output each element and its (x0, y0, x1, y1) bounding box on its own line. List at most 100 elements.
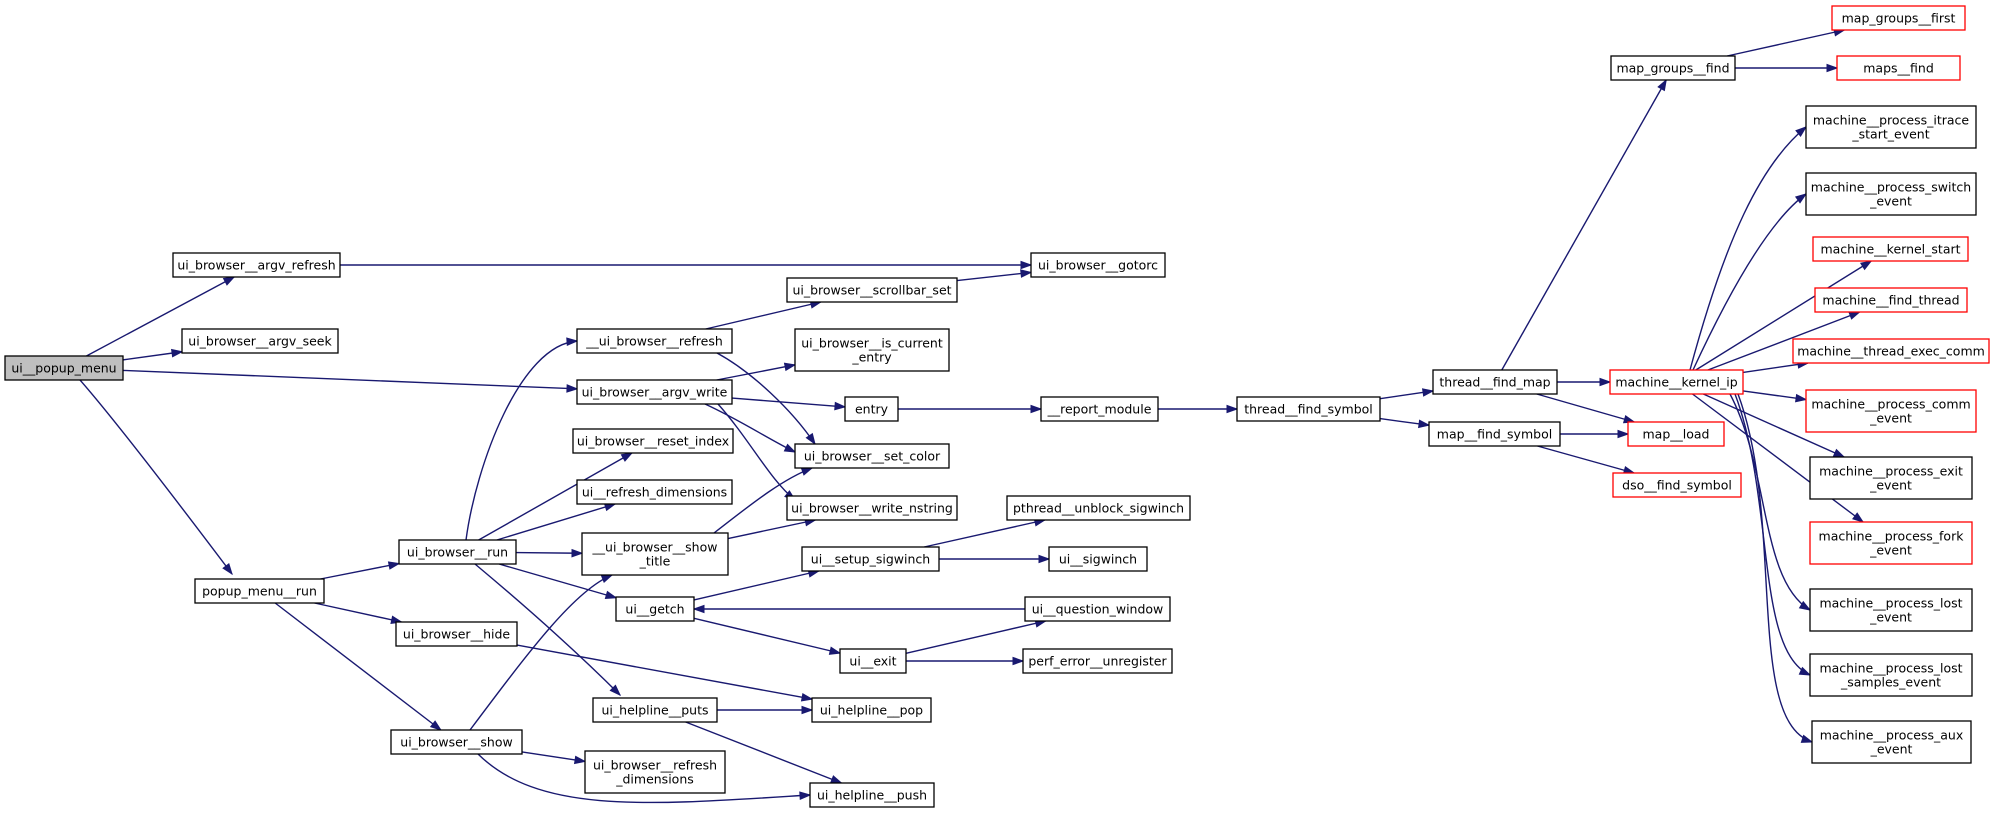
node-map-groups-first[interactable]: map_groups__first (1831, 5, 1966, 31)
edge-n20-n22 (717, 705, 814, 715)
node-ui-browser-show-title[interactable]: __ui_browser__show_title (581, 532, 729, 576)
arrow-head-icon (1038, 554, 1051, 564)
node-dso-find-symbol[interactable]: dso__find_symbol (1612, 472, 1742, 498)
node-popup-menu-run[interactable]: popup_menu__run (194, 578, 325, 604)
arrow-head-icon (171, 348, 184, 358)
node-machine-process-exit-event[interactable]: machine__process_exit_event (1809, 456, 1973, 500)
edge-line (516, 644, 813, 700)
arrow-head-icon (1421, 388, 1435, 397)
node-ui-getch[interactable]: ui__getch (615, 596, 695, 622)
node-label: popup_menu__run (202, 584, 317, 599)
node-ui-exit[interactable]: ui__exit (839, 648, 907, 674)
edge-line (905, 620, 1046, 655)
edge-n35-n48 (1729, 393, 1812, 611)
node-ui-browser-show[interactable]: ui_browser__show (390, 729, 523, 755)
node-ui-browser-write-nstring[interactable]: ui_browser__write_nstring (786, 495, 958, 521)
edge-n34-n39 (1735, 63, 1839, 73)
node-map-find-symbol[interactable]: map__find_symbol (1428, 421, 1561, 447)
node-ui-sigwinch[interactable]: ui__sigwinch (1048, 546, 1148, 572)
node-label: machine__process_itrace (1813, 113, 1970, 128)
node-box (811, 697, 932, 723)
node-ui-browser-set-color[interactable]: ui_browser__set_color (794, 443, 950, 469)
node-box (584, 750, 726, 794)
node-perf-error-unregister[interactable]: perf_error__unregister (1022, 648, 1173, 674)
node-machine-process-lost-event[interactable]: machine__process_lost_event (1809, 588, 1973, 632)
edge-n18-n22 (516, 644, 814, 702)
node-label: ui_browser__argv_refresh (177, 258, 335, 273)
node-machine-find-thread[interactable]: machine__find_thread (1814, 287, 1968, 313)
edge-n35-n42 (1695, 260, 1873, 371)
node-box (839, 648, 907, 674)
node-map-load[interactable]: map__load (1627, 421, 1725, 447)
node-box (844, 396, 899, 422)
edge-n15-n16 (515, 548, 584, 558)
node-machine-process-aux-event[interactable]: machine__process_aux_event (1811, 720, 1972, 764)
node-box (801, 546, 940, 572)
node-label: maps__find (1863, 61, 1934, 76)
node-ui-helpline-push[interactable]: ui_helpline__push (809, 782, 935, 808)
node-maps-find[interactable]: maps__find (1836, 55, 1961, 81)
node-machine-process-comm-event[interactable]: machine__process_comm_event (1805, 389, 1977, 433)
node-label: thread__find_symbol (1244, 402, 1373, 417)
node-ui-browser-is-current-entry[interactable]: ui_browser__is_current_entry (794, 328, 950, 372)
arrow-head-icon (620, 452, 634, 462)
node-pthread-unblock-sigwinch[interactable]: pthread__unblock_sigwinch (1006, 495, 1191, 521)
edge-n31-n32 (1379, 388, 1435, 400)
node-box (1831, 5, 1966, 31)
node-box (1805, 389, 1977, 433)
node-machine-process-itrace-start-event[interactable]: machine__process_itrace_start_event (1805, 105, 1977, 149)
edge-n25-n29 (906, 656, 1025, 666)
edge-line (1501, 79, 1667, 371)
node-map-groups-find[interactable]: map_groups__find (1610, 55, 1736, 81)
edge-n1-n2 (86, 276, 236, 357)
node-ui-browser-argv-refresh[interactable]: ui_browser__argv_refresh (172, 252, 341, 278)
node-ui-browser-refresh[interactable]: __ui_browser__refresh (576, 328, 733, 354)
node-ui-helpline-pop[interactable]: ui_helpline__pop (811, 697, 932, 723)
node-ui-browser-argv-seek[interactable]: ui_browser__argv_seek (181, 328, 339, 354)
edge-n19-n21 (521, 751, 587, 765)
node-ui-browser-run[interactable]: ui_browser__run (398, 539, 517, 565)
node-entry[interactable]: entry (844, 396, 899, 422)
node-label: pthread__unblock_sigwinch (1013, 501, 1184, 516)
edge-line (713, 467, 813, 534)
node-machine-process-lost-samples-event[interactable]: machine__process_lost_samples_event (1809, 653, 1973, 697)
node-label: machine__kernel_start (1820, 242, 1960, 257)
node-ui-browser-reset-index[interactable]: ui_browser__reset_index (572, 428, 734, 454)
node-thread-find-map[interactable]: thread__find_map (1432, 369, 1558, 395)
node-ui-setup-sigwinch[interactable]: ui__setup_sigwinch (801, 546, 940, 572)
node-machine-thread-exec-comm[interactable]: machine__thread_exec_comm (1792, 338, 1990, 364)
node-box (576, 328, 733, 354)
arrow-head-icon (222, 563, 233, 576)
edge-n32-n35 (1557, 377, 1612, 387)
node-ui-browser-argv-write[interactable]: ui_browser__argv_write (576, 379, 733, 405)
node-label: _event (1869, 543, 1912, 558)
node-machine-process-fork-event[interactable]: machine__process_fork_event (1809, 521, 1973, 565)
node-machine-process-switch-event[interactable]: machine__process_switch_event (1805, 172, 1977, 216)
node-box (1612, 472, 1742, 498)
node-box (1627, 421, 1725, 447)
node-ui-browser-scrollbar-set[interactable]: ui_browser__scrollbar_set (786, 277, 958, 303)
node-ui-browser-refresh-dimensions[interactable]: ui_browser__refresh_dimensions (584, 750, 726, 794)
node-label: ui_browser__is_current (801, 336, 943, 351)
edge-line (320, 562, 400, 580)
edge-line (1734, 393, 1811, 676)
node-box (1236, 396, 1381, 422)
edge-n35-n45 (1742, 390, 1808, 403)
node-ui-browser-gotorc[interactable]: ui_browser__gotorc (1030, 252, 1166, 278)
node-ui-popup-menu[interactable]: ui__popup_menu (4, 355, 124, 381)
nodes-layer: ui__popup_menuui_browser__argv_refreshui… (4, 5, 1990, 808)
node-box (1024, 596, 1171, 622)
node-ui-browser-hide[interactable]: ui_browser__hide (395, 621, 518, 647)
edge-line (122, 369, 578, 390)
node-label: dso__find_symbol (1622, 478, 1732, 493)
node-label: ui__popup_menu (11, 361, 116, 376)
node-machine-kernel-start[interactable]: machine__kernel_start (1812, 236, 1969, 262)
node-ui-helpline-puts[interactable]: ui_helpline__puts (592, 697, 718, 723)
arrow-head-icon (600, 574, 614, 583)
node-thread-find-symbol[interactable]: thread__find_symbol (1236, 396, 1381, 422)
node-ui-refresh-dimensions[interactable]: ui__refresh_dimensions (576, 479, 733, 505)
node-machine-kernel-ip[interactable]: machine__kernel_ip (1609, 369, 1744, 395)
node-report-module[interactable]: __report_module (1040, 396, 1159, 422)
node-ui-question-window[interactable]: ui__question_window (1024, 596, 1171, 622)
node-label: _event (1869, 610, 1912, 625)
